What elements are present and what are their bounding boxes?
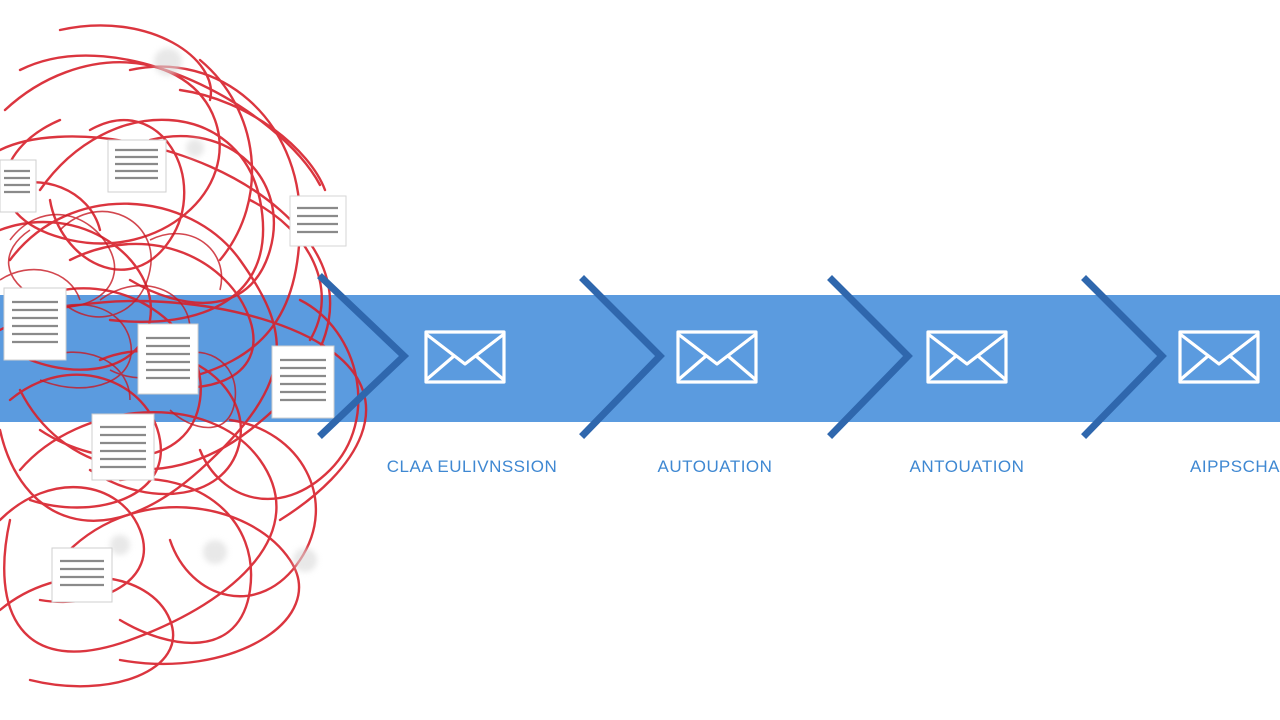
stage-label: AUTOUATION xyxy=(657,457,773,476)
document-icon xyxy=(0,159,37,213)
chevron-right-icon xyxy=(1081,275,1167,439)
documents xyxy=(0,139,347,603)
chevron-right-icon xyxy=(317,273,410,439)
document-icon xyxy=(137,323,199,395)
document-icon xyxy=(289,195,347,247)
chevrons xyxy=(317,273,1167,439)
chevron-right-icon xyxy=(579,275,665,439)
document-icon xyxy=(51,547,113,603)
faded-markers xyxy=(110,48,317,572)
stage-label: CLAA EULIVNSSION xyxy=(386,457,558,476)
envelope-icon xyxy=(424,330,506,384)
envelope-icon xyxy=(676,330,758,384)
chevron-right-icon xyxy=(827,275,913,439)
envelope-icon xyxy=(926,330,1008,384)
document-icon xyxy=(91,413,155,481)
document-icon xyxy=(107,139,167,193)
envelope-icon xyxy=(1178,330,1260,384)
document-icon xyxy=(3,287,67,361)
document-icon xyxy=(271,345,335,419)
stage-label: ANTOUATION xyxy=(909,457,1025,476)
envelopes xyxy=(424,330,1260,384)
stage-label: AIPPSCHAL xyxy=(1190,457,1280,476)
process-band xyxy=(0,295,1280,422)
